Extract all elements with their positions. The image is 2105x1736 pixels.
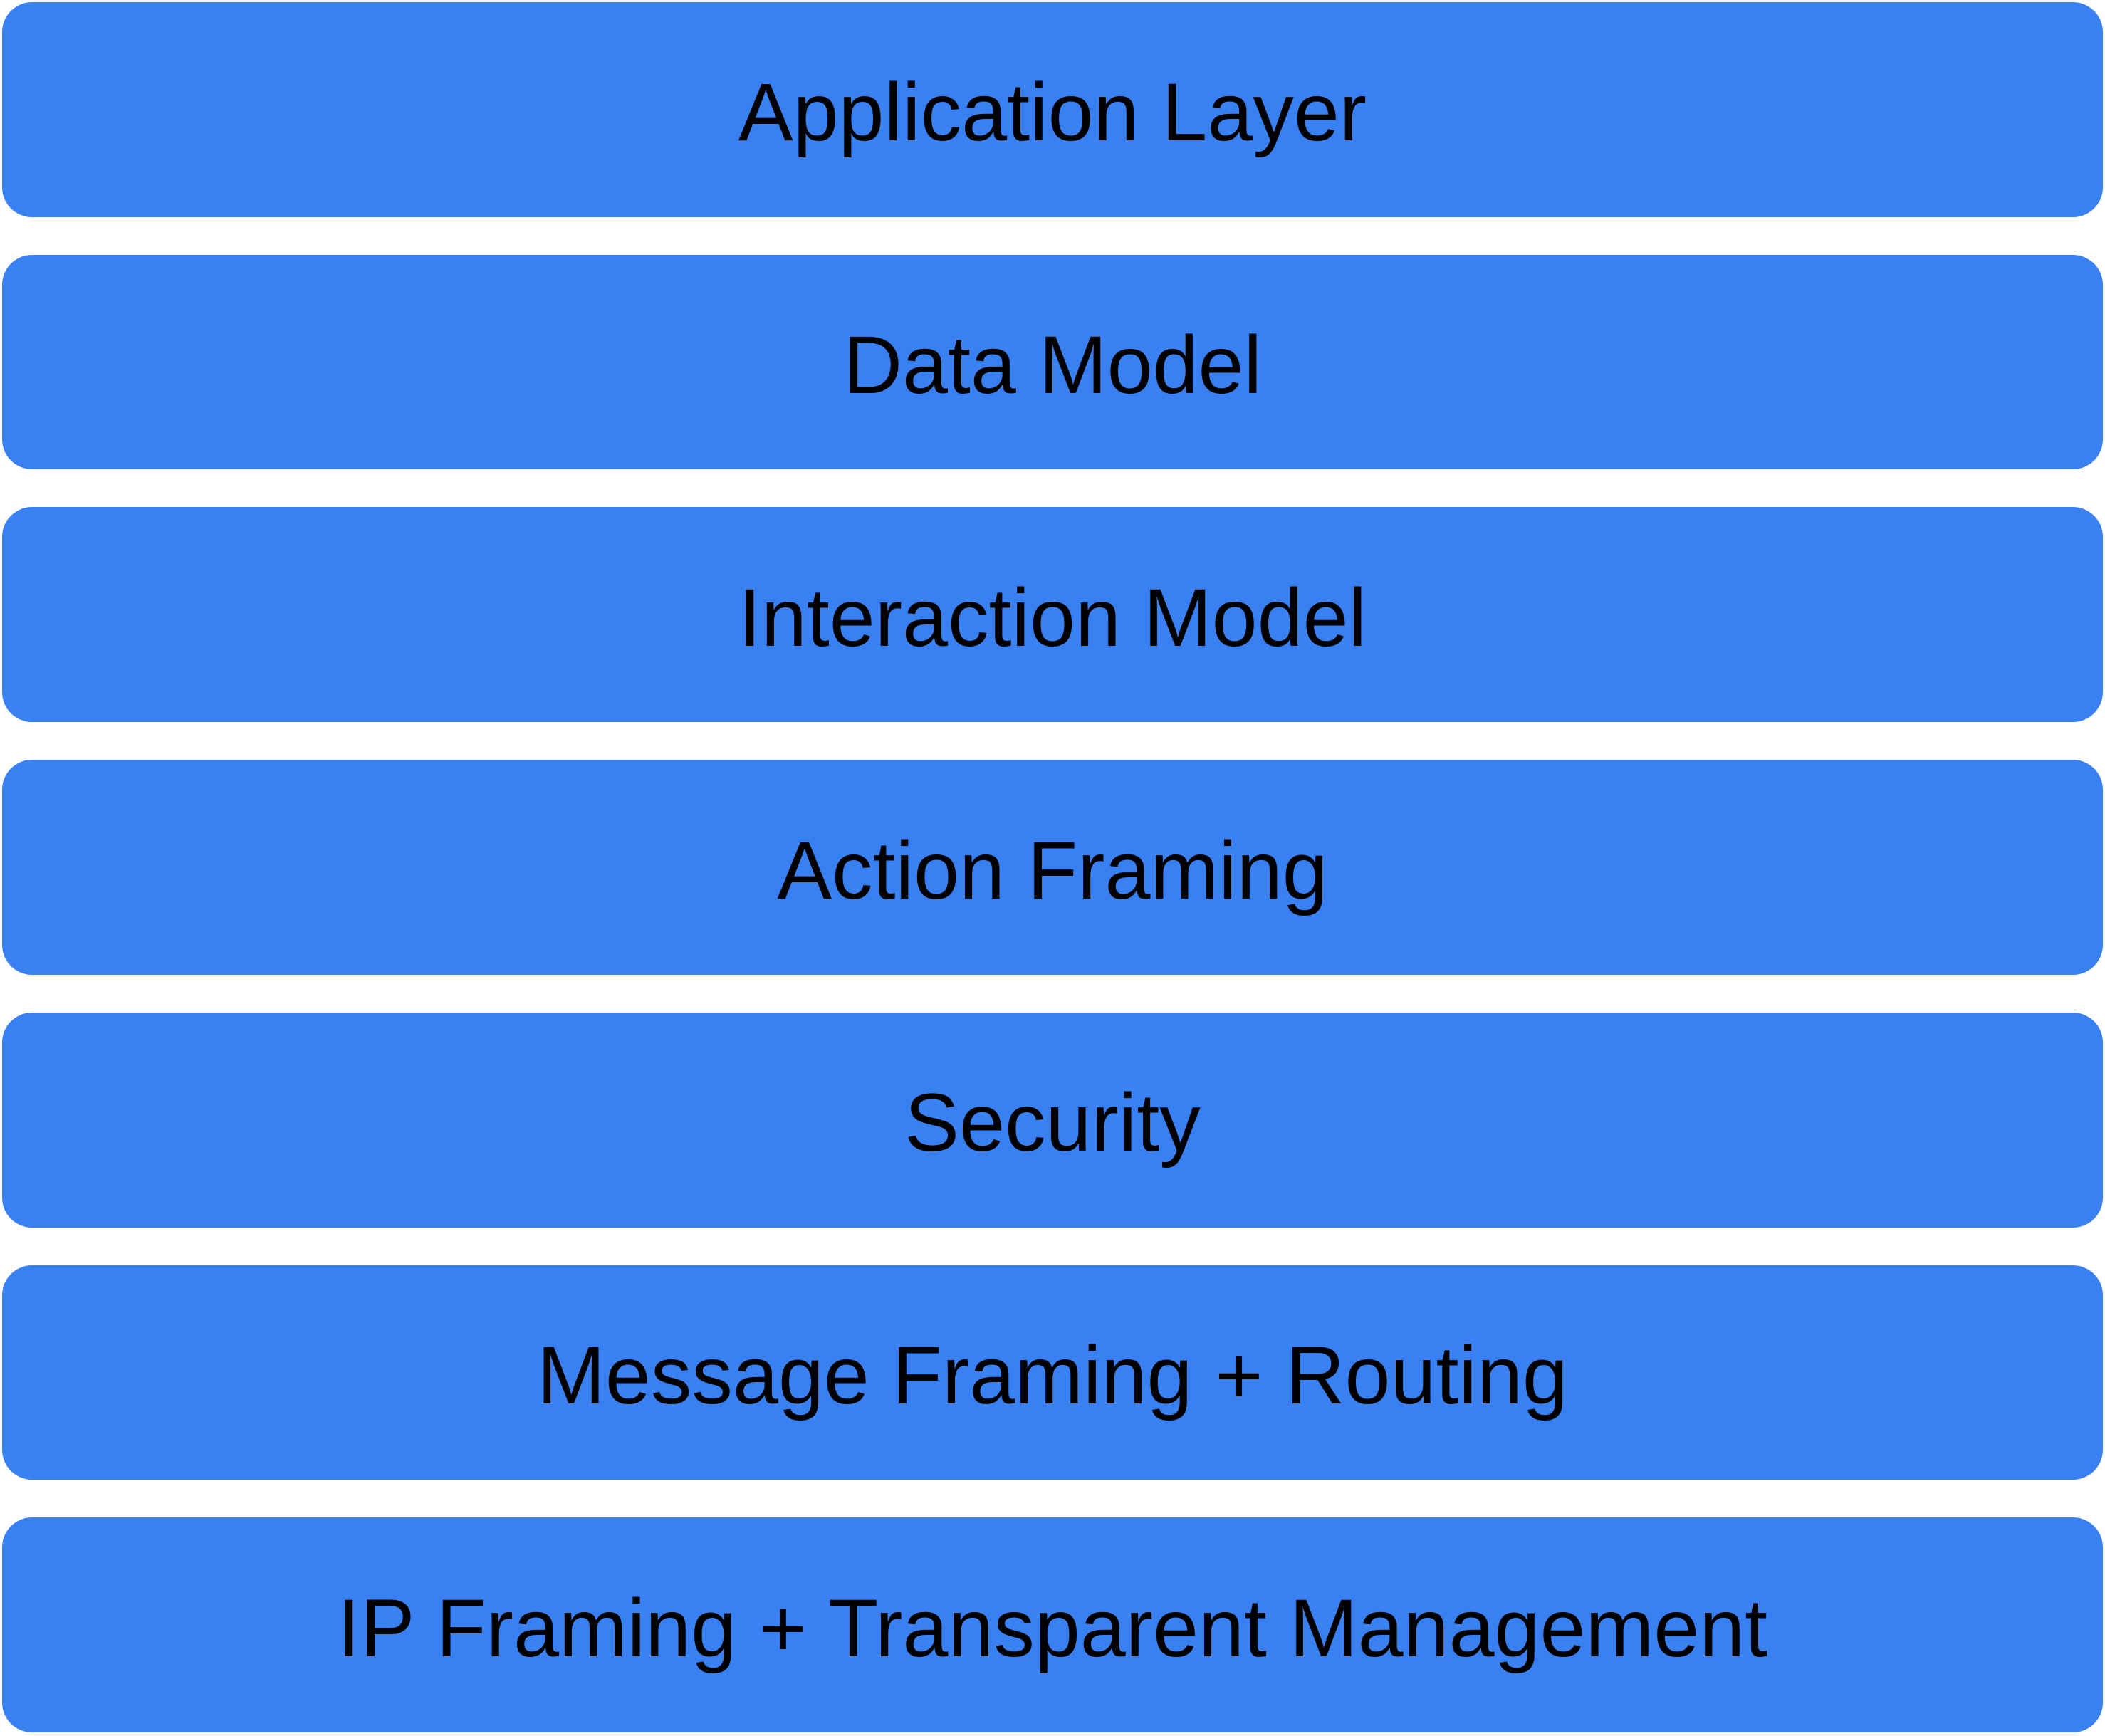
layer-label-action-framing: Action Framing (777, 825, 1328, 916)
layer-box-data-model: Data Model (2, 254, 2103, 470)
layer-label-data-model: Data Model (842, 320, 1263, 412)
layer-box-message-framing-routing: Message Framing + Routing (2, 1265, 2103, 1480)
layer-box-security: Security (2, 1012, 2103, 1228)
layer-box-application-layer: Application Layer (2, 2, 2103, 217)
layer-box-ip-framing-transparent-management: IP Framing + Transparent Management (2, 1517, 2103, 1733)
layer-box-action-framing: Action Framing (2, 760, 2103, 975)
layer-label-application-layer: Application Layer (738, 67, 1367, 159)
layer-label-ip-framing-transparent-management: IP Framing + Transparent Management (337, 1582, 1768, 1674)
layer-box-interaction-model: Interaction Model (2, 507, 2103, 723)
layer-label-message-framing-routing: Message Framing + Routing (537, 1329, 1568, 1421)
layer-label-interaction-model: Interaction Model (738, 572, 1367, 664)
layer-label-security: Security (904, 1077, 1201, 1169)
